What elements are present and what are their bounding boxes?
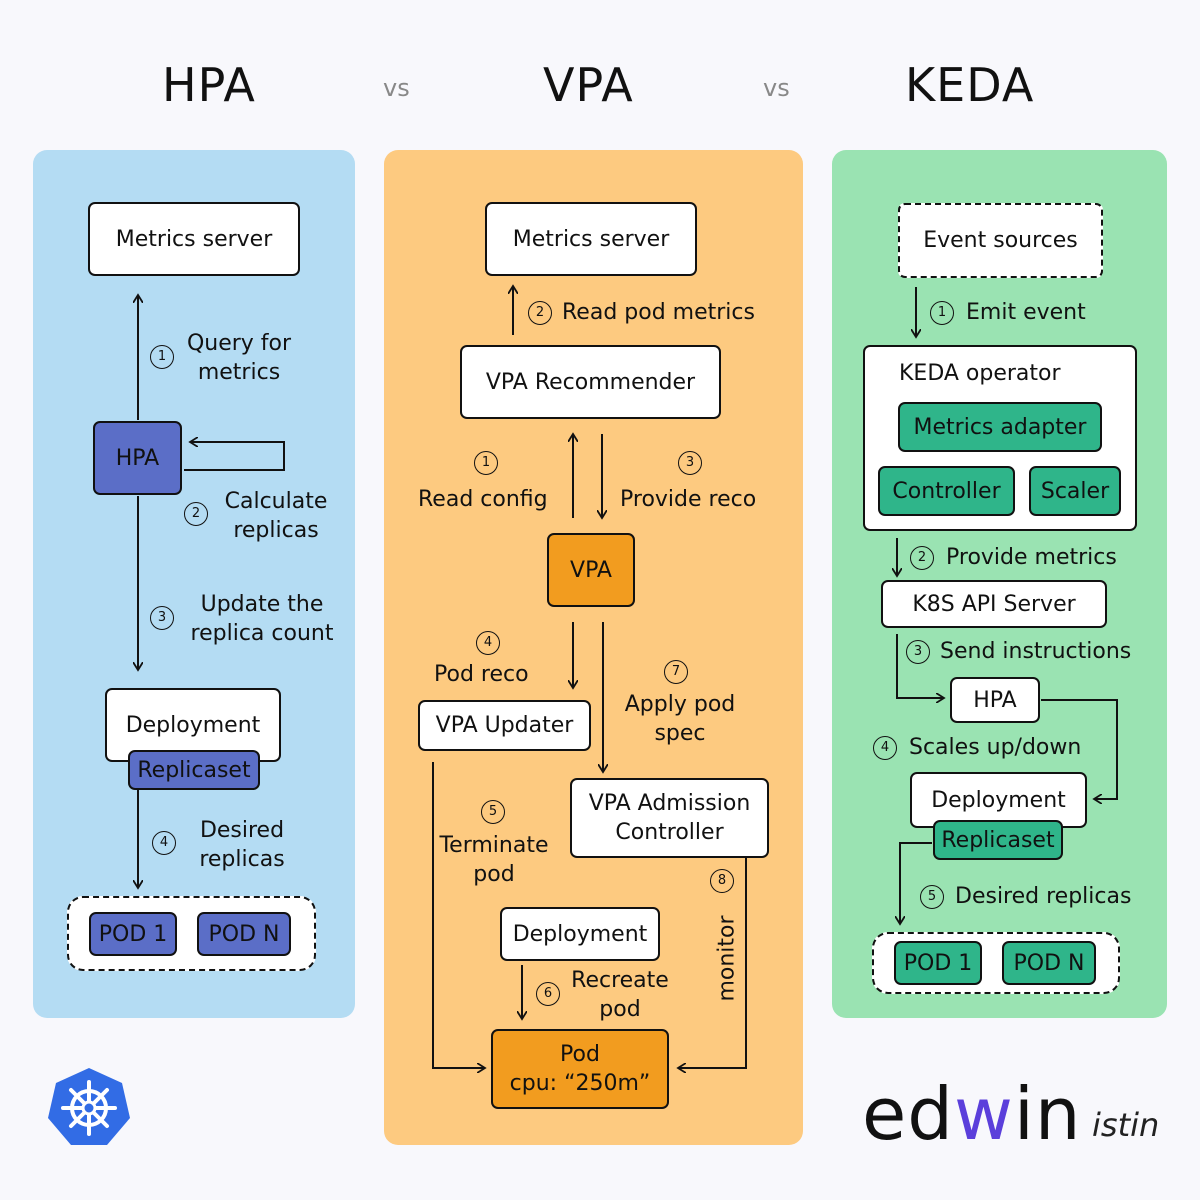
hpa-pod-1: POD 1 — [89, 912, 177, 956]
step-4-badge: 4 — [152, 831, 176, 855]
keda-heading: KEDA — [905, 58, 1035, 112]
keda-step5-label: Desired replicas — [955, 884, 1132, 909]
vpa-controller-box: VPA — [547, 533, 635, 607]
keda-hpa-box: HPA — [950, 677, 1040, 723]
kubernetes-helm-icon — [48, 1068, 130, 1145]
keda-controller-box: Controller — [878, 466, 1015, 516]
hpa-controller-box: HPA — [93, 421, 182, 495]
hpa-replicaset-box: Replicaset — [128, 750, 260, 790]
step-3-badge: 3 — [678, 451, 702, 475]
keda-pod-1: POD 1 — [894, 941, 982, 985]
keda-step1-label: Emit event — [966, 300, 1086, 325]
keda-operator-label: KEDA operator — [899, 361, 1061, 386]
step-2-badge: 2 — [184, 502, 208, 526]
vpa-step4-label: Pod reco — [434, 662, 529, 687]
brand-logo: edwin — [862, 1072, 1082, 1156]
vpa-deployment-box: Deployment — [500, 907, 660, 961]
step-4-badge: 4 — [873, 736, 897, 760]
step-8-badge: 8 — [710, 869, 734, 893]
step-2-badge: 2 — [910, 546, 934, 570]
vpa-step8-label: monitor — [714, 915, 740, 1002]
step-4-badge: 4 — [476, 631, 500, 655]
keda-scaler-box: Scaler — [1029, 466, 1121, 516]
hpa-pod-n: POD N — [197, 912, 291, 956]
vpa-step1-label: Read config — [418, 487, 548, 512]
keda-api-server-box: K8S API Server — [881, 580, 1107, 628]
step-1-badge: 1 — [150, 345, 174, 369]
vs-label: vs — [383, 74, 410, 102]
hpa-heading: HPA — [162, 58, 256, 112]
vpa-updater-box: VPA Updater — [418, 700, 591, 751]
vpa-heading: VPA — [543, 58, 634, 112]
vpa-panel — [384, 150, 803, 1145]
step-5-badge: 5 — [481, 800, 505, 824]
hpa-panel — [33, 150, 355, 1018]
vpa-metrics-server-box: Metrics server — [485, 202, 697, 276]
keda-event-sources-box: Event sources — [898, 203, 1103, 278]
keda-metrics-adapter-box: Metrics adapter — [898, 402, 1102, 452]
keda-pod-n: POD N — [1002, 941, 1096, 985]
vpa-step2-label: Read pod metrics — [562, 300, 755, 325]
vpa-recommender-box: VPA Recommender — [460, 345, 721, 419]
step-6-badge: 6 — [536, 982, 560, 1006]
keda-replicaset-box: Replicaset — [933, 820, 1063, 860]
step-7-badge: 7 — [664, 660, 688, 684]
keda-step3-label: Send instructions — [940, 639, 1132, 664]
step-1-badge: 1 — [474, 451, 498, 475]
step-2-badge: 2 — [528, 301, 552, 325]
vpa-step3-label: Provide reco — [620, 487, 757, 512]
step-3-badge: 3 — [150, 606, 174, 630]
keda-step4-label: Scales up/down — [909, 735, 1082, 760]
hpa-metrics-server-box: Metrics server — [88, 202, 300, 276]
step-5-badge: 5 — [920, 885, 944, 909]
vs-label: vs — [763, 74, 790, 102]
step-3-badge: 3 — [906, 640, 930, 664]
brand-subtitle: istin — [1092, 1106, 1160, 1144]
step-1-badge: 1 — [930, 301, 954, 325]
keda-step2-label: Provide metrics — [946, 545, 1117, 570]
